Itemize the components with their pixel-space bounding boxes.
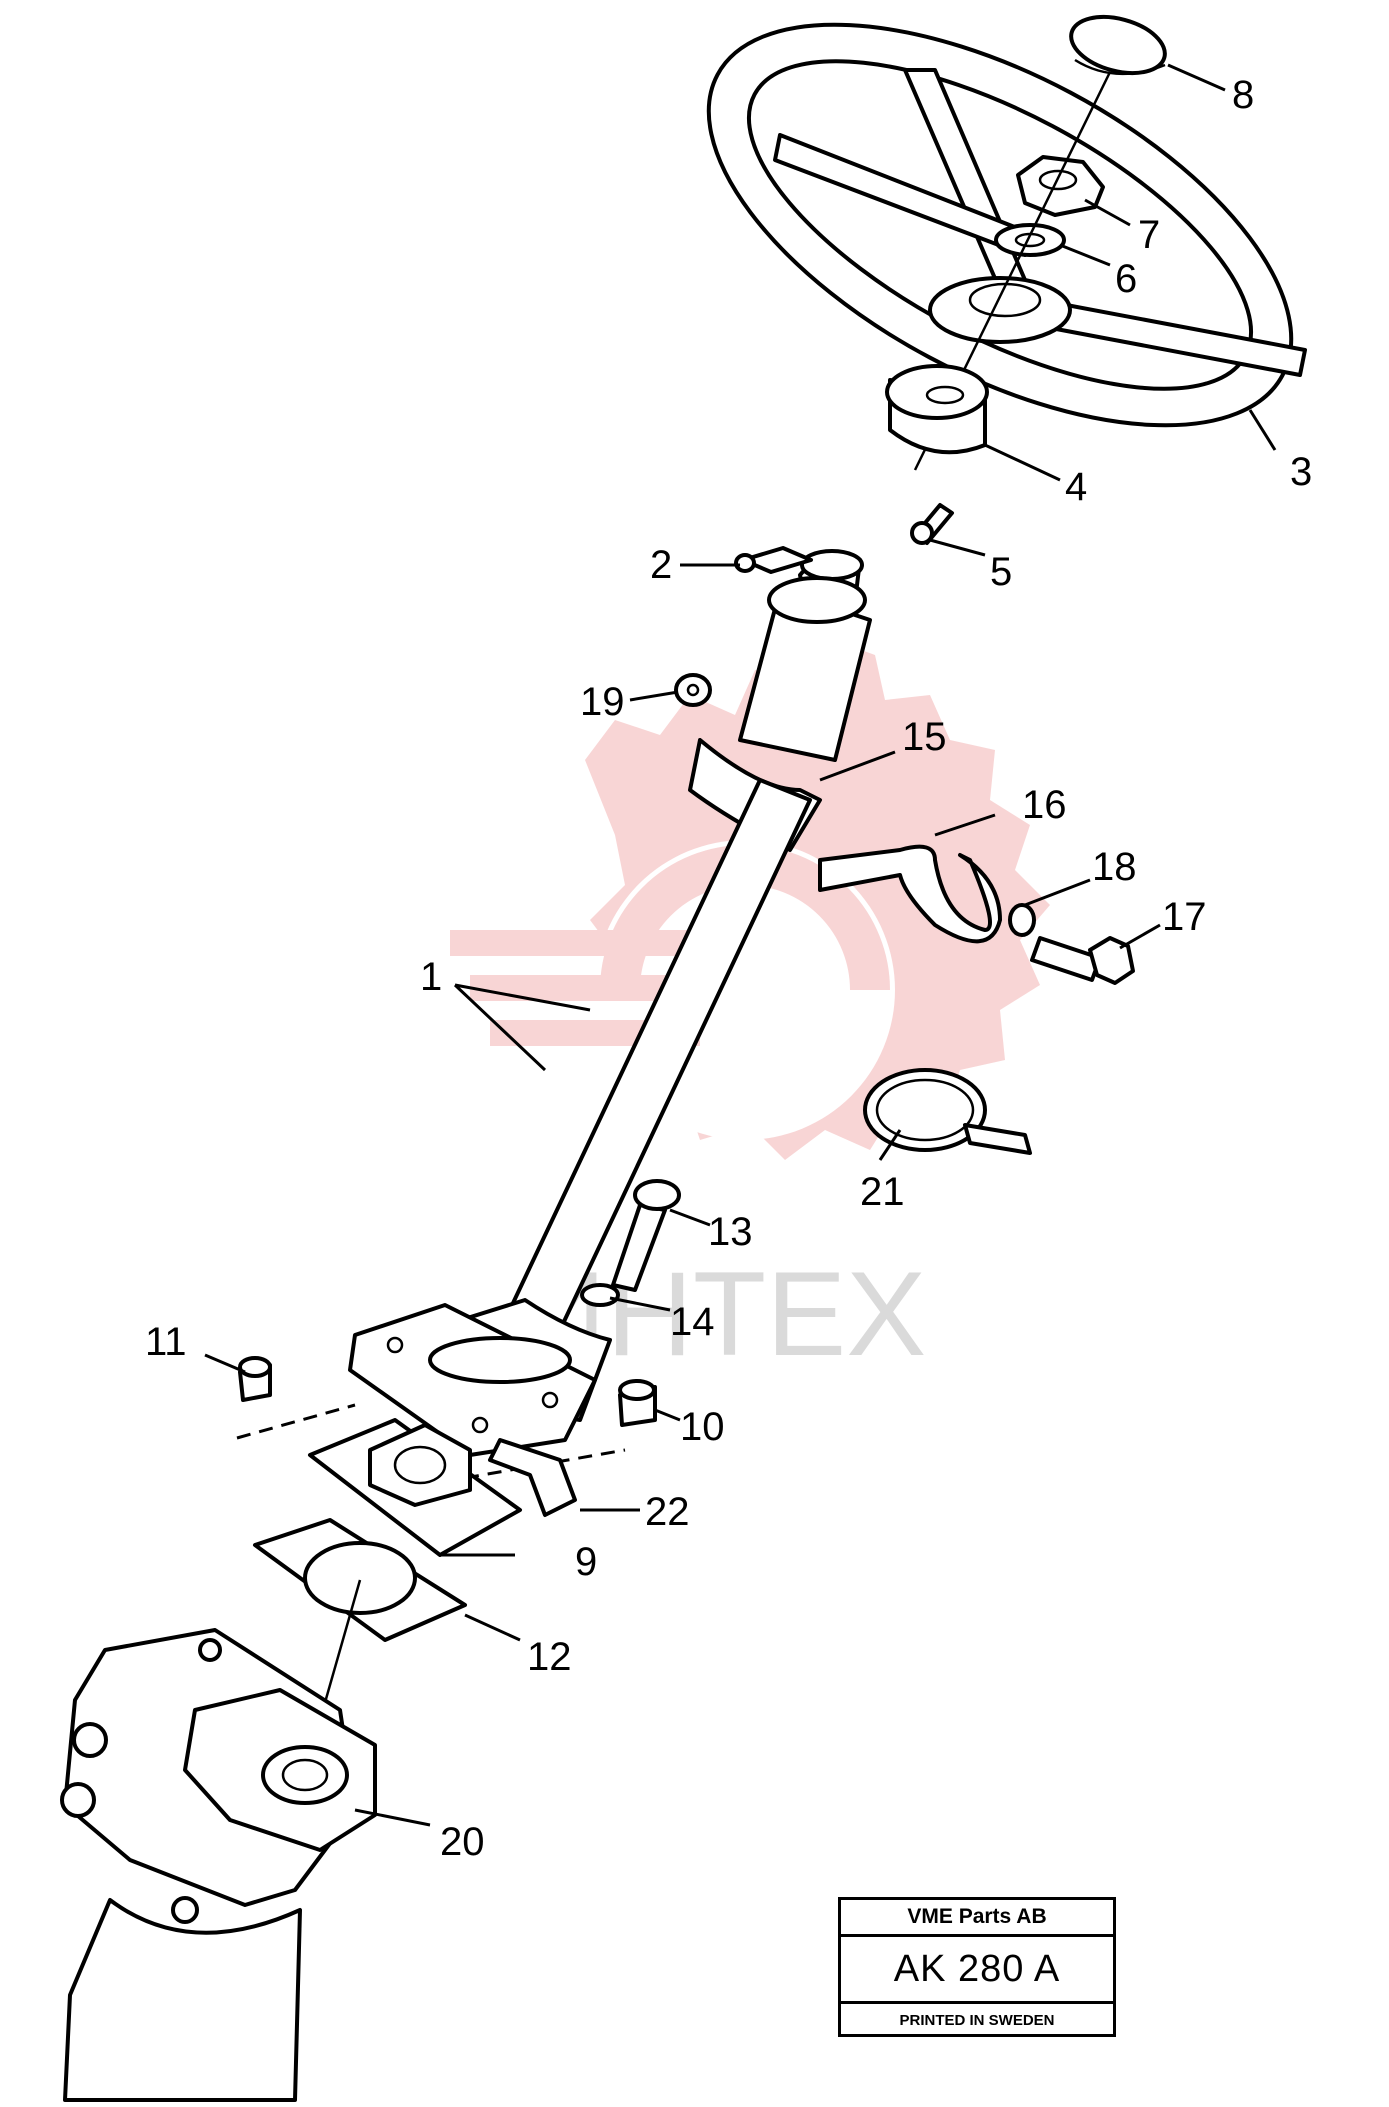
label-17: 17 (1162, 895, 1207, 939)
sleeve-11-part (238, 1356, 272, 1402)
title-block: VME Parts AB AK 280 A PRINTED IN SWEDEN (838, 1897, 1116, 2037)
clamp-16-part (818, 844, 1002, 944)
label-20: 20 (440, 1820, 485, 1864)
label-7: 7 (1138, 213, 1160, 257)
label-6: 6 (1115, 257, 1137, 301)
leader-lines (204, 63, 1277, 1827)
label-18: 18 (1092, 845, 1137, 889)
drawing-code: AK 280 A (841, 1937, 1113, 2004)
flange-9-part (308, 1418, 522, 1557)
label-9: 9 (575, 1540, 597, 1584)
plate-22-part (488, 1438, 577, 1517)
sleeve-10-part (618, 1379, 657, 1427)
company-name: VME Parts AB (841, 1900, 1113, 1937)
steering-valve-20-part (60, 1628, 377, 2102)
label-16: 16 (1022, 783, 1067, 827)
label-10: 10 (680, 1405, 725, 1449)
bolt-13-part (611, 1179, 681, 1292)
printed-note: PRINTED IN SWEDEN (899, 2012, 1055, 2029)
nut-19-part (674, 673, 712, 707)
label-4: 4 (1065, 465, 1087, 509)
screw-5-part (910, 503, 954, 545)
label-8: 8 (1232, 73, 1254, 117)
nut-part (1016, 155, 1105, 217)
label-11: 11 (145, 1320, 187, 1364)
steering-column-part (348, 549, 872, 1457)
label-21: 21 (860, 1170, 905, 1214)
part-number-labels: 8 7 6 3 4 5 2 19 15 16 18 17 1 21 13 14 … (145, 73, 1312, 1864)
bolt-17-part (1030, 936, 1135, 985)
washer-18-part (1008, 903, 1036, 937)
steering-wheel-part (706, 22, 1307, 428)
label-12: 12 (527, 1635, 572, 1679)
pin-2-part (734, 546, 813, 574)
label-19: 19 (580, 680, 625, 724)
label-1: 1 (420, 955, 442, 999)
washer-part (994, 223, 1066, 257)
label-2: 2 (650, 543, 672, 587)
label-15: 15 (902, 715, 947, 759)
label-14: 14 (670, 1300, 715, 1344)
hose-clamp-21-part (863, 1068, 1032, 1155)
label-13: 13 (708, 1210, 753, 1254)
label-22: 22 (645, 1490, 690, 1534)
hub-cap-part (1069, 14, 1167, 76)
label-3: 3 (1290, 450, 1312, 494)
hub-part (885, 364, 989, 455)
washer-14-part (580, 1283, 620, 1307)
label-5: 5 (990, 550, 1012, 594)
